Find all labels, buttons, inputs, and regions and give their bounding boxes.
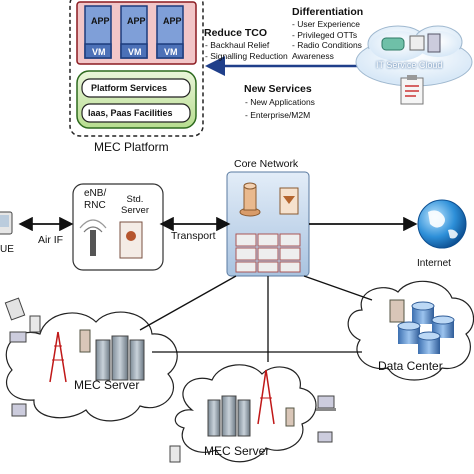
- enb-antenna: [79, 219, 107, 256]
- std-server-line2: Server: [121, 205, 149, 216]
- ue-label: UE: [0, 244, 14, 255]
- mec-server-bottom-cloud: [174, 364, 317, 463]
- reduce-tco-list: - Backhaul Relief - Signalling Reduction: [205, 40, 288, 61]
- differentiation-item: - Radio Conditions: [292, 40, 362, 50]
- data-center-cylinders: [389, 299, 455, 354]
- differentiation-item: Awareness: [292, 50, 334, 61]
- new-services-item: - Enterprise/M2M: [245, 110, 311, 120]
- std-server-line1: Std.: [126, 194, 144, 205]
- reduce-tco-title: Reduce TCO: [204, 27, 268, 39]
- mec-server-left-cloud: [5, 311, 178, 422]
- ue-device: [0, 211, 13, 235]
- core-switch: [279, 187, 299, 215]
- internet-label: Internet: [417, 258, 451, 269]
- new-services-list: - New Applications - Enterprise/M2M: [245, 96, 315, 122]
- it-service-cloud-shape: [355, 25, 473, 105]
- core-to-dc-line: [303, 275, 373, 301]
- platform-services-label: Platform Services: [91, 83, 168, 93]
- data-center-label: Data Center: [378, 359, 443, 373]
- air-if-label: Air IF: [38, 234, 64, 246]
- iaas-paas-label: Iaas, Paas Facilities: [88, 108, 173, 118]
- differentiation-list: - User Experience - Privileged OTTs - Ra…: [292, 19, 362, 61]
- mec-platform-title: MEC Platform: [94, 140, 169, 154]
- vm-label: VM: [164, 47, 178, 57]
- internet-globe: [417, 199, 467, 249]
- it-service-cloud-label: IT Service Cloud: [376, 60, 443, 70]
- new-services-item: - New Applications: [245, 97, 315, 107]
- enb-label-line2: RNC: [84, 200, 106, 211]
- std-server-icon: [119, 221, 143, 259]
- mec-server-bottom-label: MEC Server: [204, 444, 270, 458]
- core-router: [239, 182, 261, 217]
- app-label: APP: [163, 16, 182, 26]
- left-user-devices: [4, 297, 41, 417]
- reduce-tco-item: - Backhaul Relief: [205, 40, 270, 50]
- vm-label: VM: [128, 47, 142, 57]
- vm-label: VM: [92, 47, 106, 57]
- transport-label: Transport: [171, 230, 216, 242]
- reduce-tco-item: - Signalling Reduction: [205, 50, 288, 61]
- core-server-stack: [235, 233, 301, 273]
- core-to-left-line: [139, 275, 237, 331]
- vm-blocks: [84, 5, 184, 59]
- core-network-title: Core Network: [234, 158, 299, 170]
- differentiation-item: - Privileged OTTs: [292, 29, 358, 40]
- differentiation-item: - User Experience: [292, 19, 361, 29]
- app-label: APP: [127, 16, 146, 26]
- differentiation-title: Differentiation: [292, 6, 364, 18]
- enb-label: eNB/ RNC: [84, 188, 106, 212]
- data-center-cloud: [347, 280, 474, 381]
- app-label: APP: [91, 16, 110, 26]
- std-server-label: Std. Server: [121, 194, 149, 216]
- enb-label-line1: eNB/: [84, 188, 107, 199]
- new-services-title: New Services: [244, 83, 312, 95]
- bottom-user-devices: [169, 395, 336, 463]
- mec-server-left-label: MEC Server: [74, 378, 140, 392]
